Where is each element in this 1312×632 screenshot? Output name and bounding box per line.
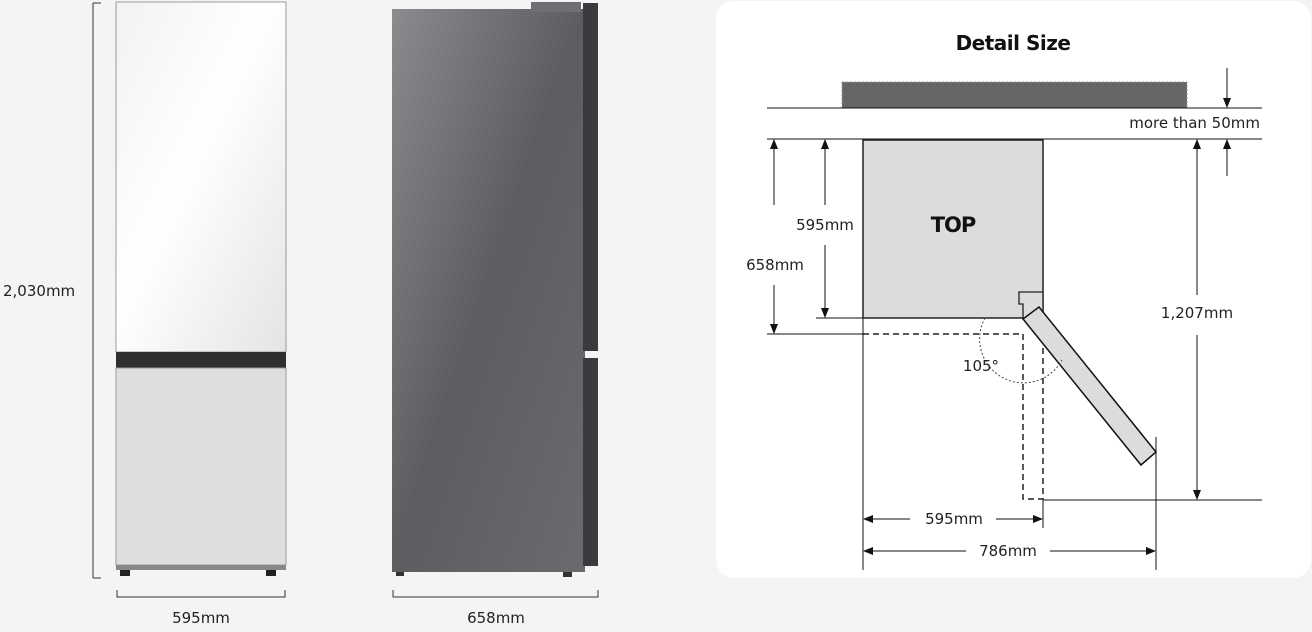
clearance-label: more than 50mm	[1129, 114, 1260, 132]
wall	[841, 81, 1188, 109]
fridge-side-body	[392, 9, 585, 572]
fridge-top-outline	[862, 139, 1044, 319]
detail-title: Detail Size	[956, 31, 1071, 55]
fridge-foot	[266, 570, 276, 576]
door-angle-label: 105°	[963, 357, 999, 375]
depth-label: 658mm	[467, 609, 525, 627]
body-depth-label: 595mm	[796, 216, 854, 234]
open-depth-label: 1,207mm	[1161, 304, 1233, 322]
height-dimension-line	[92, 2, 101, 579]
fridge-foot	[563, 572, 572, 577]
side-view-fridge: 658mm	[392, 2, 599, 627]
door-angle-arc	[979, 317, 1063, 384]
depth-dimension-line	[392, 590, 599, 598]
total-depth-label: 658mm	[746, 256, 804, 274]
fridge-foot	[120, 570, 130, 576]
fridge-foot	[396, 572, 404, 576]
side-lower-door	[583, 358, 598, 566]
fridge-handle-recess	[116, 352, 286, 368]
front-view-fridge: 2,030mm 595mm	[3, 1, 287, 627]
fridge-upper-door	[115, 1, 287, 353]
detail-size-diagram: Detail Size more than 50mm TOP 105° 658m…	[746, 31, 1262, 570]
closed-door-outline	[863, 333, 1044, 500]
side-upper-door	[583, 3, 598, 351]
open-width-label: 786mm	[979, 542, 1037, 560]
fridge-base	[116, 565, 286, 570]
width-label: 595mm	[172, 609, 230, 627]
width-dimension-line	[116, 590, 286, 598]
fridge-top-hinge	[531, 2, 581, 12]
height-label: 2,030mm	[3, 282, 75, 300]
width-label: 595mm	[925, 510, 983, 528]
top-label: TOP	[931, 213, 976, 237]
fridge-lower-door	[115, 367, 287, 566]
